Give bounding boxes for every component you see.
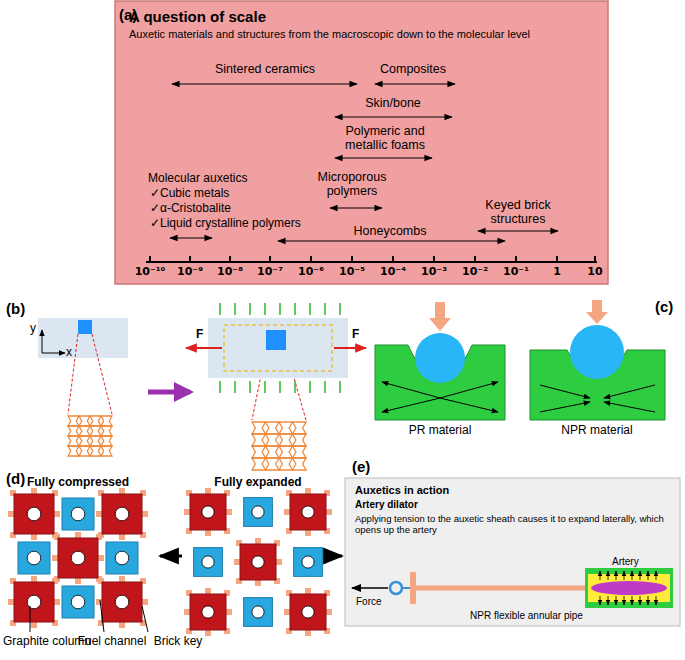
annotation: PR material <box>409 424 472 438</box>
shaft <box>416 586 590 591</box>
range-label: Sintered ceramics <box>215 62 315 76</box>
annotation: Fuel channel <box>78 635 147 649</box>
reentrant-honeycomb <box>252 422 306 470</box>
expansion-arrows <box>160 555 342 558</box>
list-heading: Molecular auxetics <box>148 172 247 186</box>
annotation: Force <box>356 596 382 608</box>
panel-letter: (c) <box>655 298 673 315</box>
tick-label: 10⁻⁷ <box>257 266 283 279</box>
list-item: ✓α-Cristobalite <box>150 202 231 216</box>
tick-label: 10⁻⁴ <box>380 266 406 279</box>
strain-arrows <box>382 382 655 412</box>
panel-title: Auxetics in action <box>355 484 670 496</box>
annotation: x <box>66 346 72 360</box>
pull-arrow <box>352 587 388 589</box>
wire <box>402 587 410 589</box>
annotation: NPR material <box>561 424 632 438</box>
annotation: Fully expanded <box>214 476 301 490</box>
range-label: Microporous polymers <box>310 170 394 199</box>
tick-label: 10⁻⁵ <box>339 266 365 279</box>
indenter-ball <box>415 333 465 383</box>
load-arrows <box>429 300 608 331</box>
range-label: Honeycombs <box>354 224 427 238</box>
annotation: F <box>352 328 359 342</box>
tick-label: 10⁻⁶ <box>298 266 324 279</box>
range-label: Skin/bone <box>365 96 421 110</box>
panel-letter: (d) <box>6 470 25 487</box>
tick-label: 10⁻⁹ <box>177 266 203 279</box>
range-label: Polymeric and metallic foams <box>325 124 445 153</box>
axes <box>42 330 65 353</box>
element-square <box>266 330 286 350</box>
panel-title: A question of scale <box>129 8 594 25</box>
indenter-ball <box>570 325 624 379</box>
tick-label: 10⁻⁸ <box>217 266 243 279</box>
transform-arrow <box>148 390 190 395</box>
range-label: Composites <box>380 62 446 76</box>
graphite-core-expanded <box>184 488 332 636</box>
pull-ring <box>390 582 402 594</box>
tick-label: 10 <box>587 266 602 279</box>
panel-ground <box>345 478 680 626</box>
tick-label: 10⁻¹ <box>503 266 529 279</box>
panel-letter: (b) <box>6 300 25 317</box>
range-label: Keyed brick structures <box>476 198 560 227</box>
annotation: NPR flexible annular pipe <box>470 610 583 622</box>
annotation: Fully compressed <box>27 476 129 490</box>
panel-letter: (a) <box>119 6 137 23</box>
list-item: ✓Cubic metals <box>150 187 229 201</box>
panel-text: Artery dilator <box>355 499 670 510</box>
expansion-ticks <box>220 303 340 393</box>
tick-label: 10⁻³ <box>421 266 447 279</box>
plate <box>38 318 128 358</box>
panel-ground <box>115 1 608 284</box>
sheath <box>591 581 667 595</box>
panel-box: Auxetics in actionArtery dilatorApplying… <box>345 478 680 626</box>
original-outline <box>224 325 332 371</box>
tick-label: 1 <box>553 266 561 279</box>
tick-label: 10⁻² <box>462 266 488 279</box>
graphite-core-compressed <box>8 488 148 628</box>
artery-wall <box>585 568 673 608</box>
tick-label: 10⁻¹⁰ <box>135 266 166 279</box>
panel-text: Auxetic materials and structures from th… <box>129 28 594 40</box>
reentrant-honeycomb <box>68 416 112 456</box>
panel-text: Applying tension to the auxetic sheath c… <box>355 513 670 535</box>
panel-letter: (e) <box>352 458 370 475</box>
list-item: ✓Liquid crystalline polymers <box>150 217 301 231</box>
leader-lines <box>30 600 148 632</box>
annotation: F <box>196 328 203 342</box>
dilation-arrows <box>600 571 656 605</box>
handle <box>410 572 416 604</box>
element-square <box>78 320 92 334</box>
scale-axis <box>146 256 597 262</box>
annotation: Artery <box>612 556 639 568</box>
plate <box>208 318 348 378</box>
annotation: Brick key <box>154 635 203 649</box>
force-arrows <box>186 347 366 349</box>
annotation: y <box>30 322 36 336</box>
